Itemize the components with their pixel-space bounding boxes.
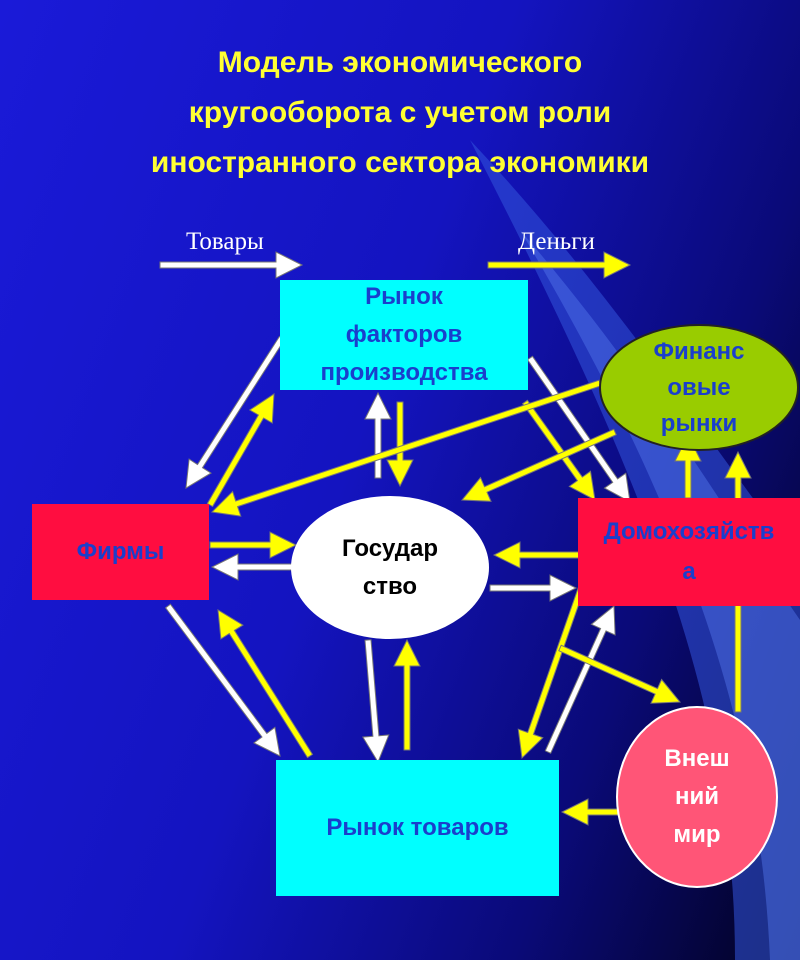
money-flow-arrow [517, 584, 586, 760]
factor-market-box: Рынок факторов производства [280, 280, 528, 390]
government-label: ство [362, 572, 418, 600]
money-flow-arrow [206, 393, 275, 508]
foreign-world-label: Внеш [664, 745, 730, 772]
foreign-world-ellipse: Внеш ний мир [616, 706, 778, 888]
money-flow-arrow [393, 638, 421, 751]
firms-box: Фирмы [32, 504, 209, 600]
money-flow-arrow [210, 379, 602, 517]
money-flow-arrow [209, 531, 298, 559]
households-label: а [682, 558, 696, 585]
title-line: кругооборота с учетом роли [188, 96, 612, 129]
goods-flow-arrow [364, 391, 392, 479]
money-flow-arrow [558, 644, 682, 704]
goods-market-box: Рынок товаров [276, 760, 559, 896]
title-line: Модель экономического [217, 46, 583, 79]
households-box: Домохозяйств а [578, 498, 800, 606]
title-line: иностранного сектора экономики [150, 146, 650, 179]
households-label: Домохозяйств [603, 518, 775, 545]
slide-title: Модель экономического кругооборота с уче… [20, 38, 780, 188]
goods-flow-arrow [362, 639, 390, 764]
financial-markets-ellipse: Финанс овые рынки [599, 324, 799, 451]
financial-markets-label: Финанс [653, 337, 745, 365]
legend-money-label: Деньги [518, 228, 595, 255]
goods-flow-arrow [210, 553, 297, 581]
financial-markets-label: овые [667, 373, 731, 401]
factor-market-label: производства [320, 359, 488, 386]
goods-flow-arrow [526, 355, 631, 503]
goods-flow-arrow [164, 603, 281, 757]
money-flow-arrow [217, 609, 314, 759]
money-flow-arrow [460, 428, 617, 502]
firms-label: Фирмы [76, 538, 165, 565]
goods-flow-arrow [489, 574, 578, 602]
factor-market-label: факторов [345, 321, 463, 348]
financial-markets-label: рынки [660, 409, 738, 437]
goods-flow-arrow [159, 251, 304, 279]
money-flow-arrow [521, 399, 596, 501]
goods-flow-arrow [544, 604, 616, 754]
legend-goods-label: Товары [186, 228, 264, 255]
goods-flow-arrow [185, 335, 286, 489]
factor-market-label: Рынок [365, 283, 443, 310]
foreign-world-label: мир [673, 821, 721, 848]
money-flow-arrow [492, 541, 581, 569]
government-label: Государ [341, 534, 439, 562]
government-ellipse: Государ ство [291, 496, 489, 639]
money-flow-arrow [386, 401, 414, 488]
money-flow-arrow [487, 251, 632, 279]
goods-market-label: Рынок товаров [326, 814, 509, 841]
foreign-world-label: ний [674, 783, 719, 810]
